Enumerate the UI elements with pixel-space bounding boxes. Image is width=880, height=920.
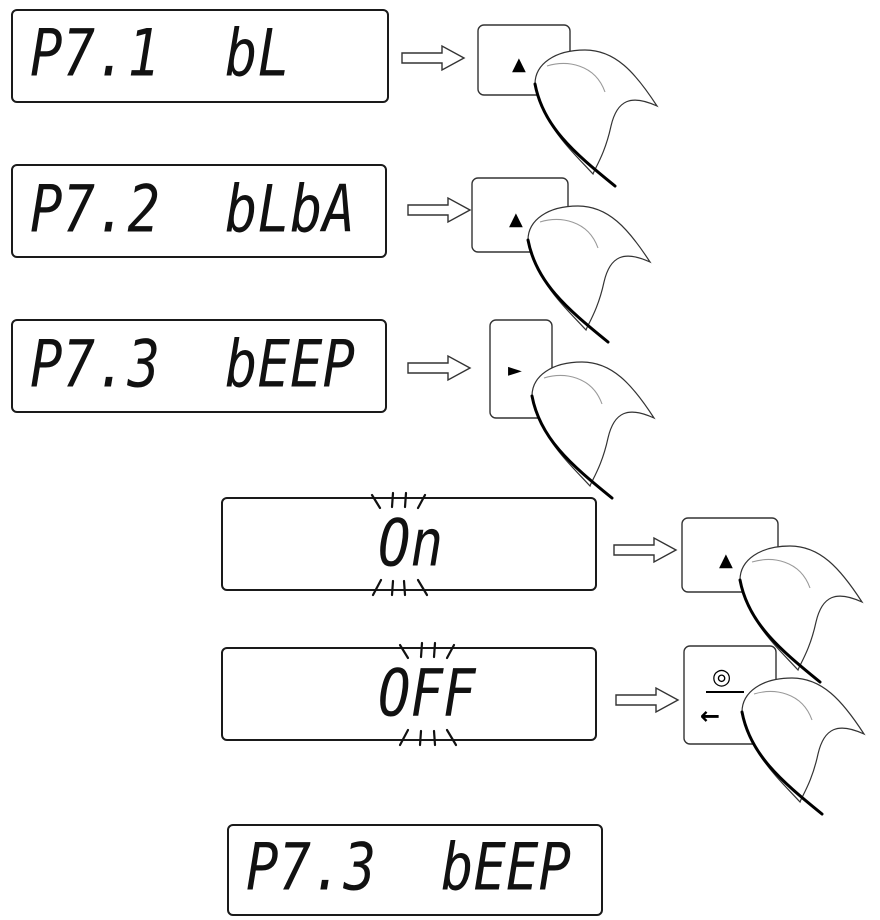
flow-arrow-3 <box>407 355 471 381</box>
lcd-display-5 <box>221 647 597 741</box>
lcd-display-6 <box>227 824 603 916</box>
blink-marks-bottom <box>398 728 458 747</box>
step-2: P7.2 bLbA ▲ <box>11 164 652 344</box>
lcd-text-5: OFF <box>378 657 476 732</box>
lcd-text-2: P7.2 bLbA <box>30 173 355 248</box>
lcd-display-1 <box>11 9 389 103</box>
step-3: P7.3 bEEP ► <box>11 319 656 500</box>
lcd-text-6: P7.3 bEEP <box>246 831 571 906</box>
up-arrow-icon: ▲ <box>509 209 523 230</box>
step-4: On ▲ <box>221 491 864 684</box>
lcd-display-3 <box>11 319 387 413</box>
flow-arrow-2 <box>407 197 471 223</box>
finger-icon <box>740 676 866 816</box>
flow-arrow-1 <box>401 45 465 71</box>
blink-marks-bottom <box>371 578 429 597</box>
enter-arrow-icon: ← <box>700 702 720 730</box>
step-1: P7.1 bL ▲ <box>11 9 659 188</box>
step-5: OFF ◎ ← <box>221 641 866 816</box>
lcd-text-1: P7.1 bL <box>30 17 290 92</box>
lcd-text-3: P7.3 bEEP <box>30 328 355 403</box>
lcd-display-4 <box>221 497 597 591</box>
lcd-display-2 <box>11 164 387 258</box>
step-6: P7.3 bEEP <box>227 824 603 916</box>
finger-icon <box>533 48 659 188</box>
right-arrow-icon: ► <box>508 360 522 381</box>
flow-arrow-4 <box>613 537 677 563</box>
blink-marks-top <box>398 641 456 660</box>
blink-marks-top <box>370 491 427 510</box>
up-arrow-icon: ▲ <box>719 550 733 571</box>
flow-arrow-5 <box>615 687 679 713</box>
up-arrow-icon: ▲ <box>512 54 526 75</box>
print-symbol-icon: ◎ <box>712 665 731 690</box>
finger-icon <box>530 360 656 500</box>
lcd-text-4: On <box>378 507 443 582</box>
